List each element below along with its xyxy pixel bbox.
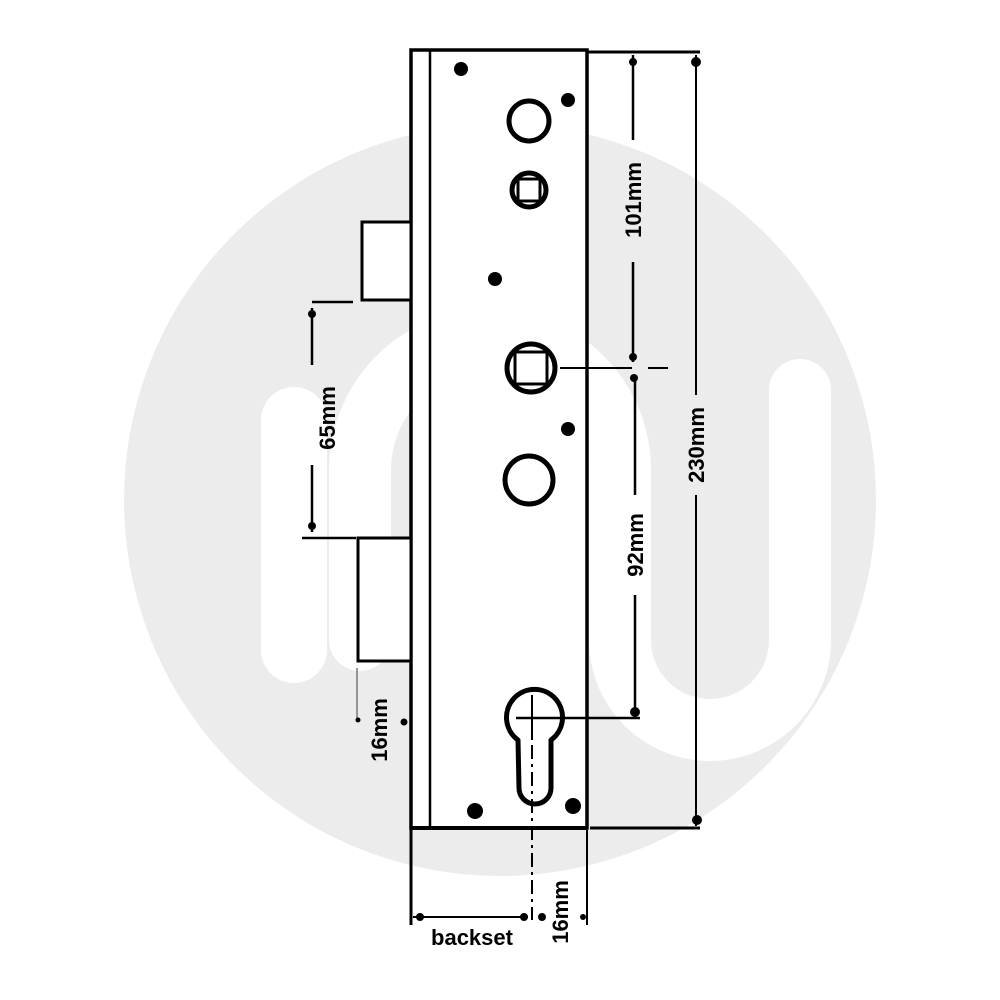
dimension-label-230mm: 230mm (684, 407, 709, 483)
lower-round-hole (502, 453, 556, 507)
fixing-hole-upper-right (561, 93, 575, 107)
dimension-label-92mm: 92mm (623, 513, 648, 577)
dimension-65mm: 65mm (302, 300, 356, 540)
fixing-hole-bottom-left (467, 803, 483, 819)
fixing-hole-bottom-right (565, 798, 581, 814)
dimension-label-65mm: 65mm (315, 386, 340, 450)
upper-round-hole (506, 98, 552, 144)
faceplate (409, 48, 700, 830)
dimension-label-101mm: 101mm (621, 162, 646, 238)
dimension-label-backset: backset (431, 925, 514, 950)
fixing-holes (454, 62, 581, 819)
follower-spindle-hole (504, 341, 558, 395)
latch (360, 220, 413, 302)
dimension-230mm: 230mm (590, 55, 709, 830)
dimension-backset: backset 16mm (409, 828, 588, 950)
fixing-hole-mid-left (488, 272, 502, 286)
euro-cylinder-hole (504, 686, 640, 920)
dimension-16mm-deadbolt: 16mm (355, 668, 408, 762)
upper-spindle-hole (509, 170, 549, 210)
fixing-hole-top (454, 62, 468, 76)
dimension-label-16mm-deadbolt: 16mm (367, 698, 392, 762)
dimension-92mm: 92mm (623, 374, 648, 718)
fixing-hole-mid-right (561, 422, 575, 436)
deadbolt (356, 536, 413, 663)
dimension-label-16mm-edge: 16mm (548, 880, 573, 944)
dimension-101mm: 101mm (621, 55, 646, 362)
